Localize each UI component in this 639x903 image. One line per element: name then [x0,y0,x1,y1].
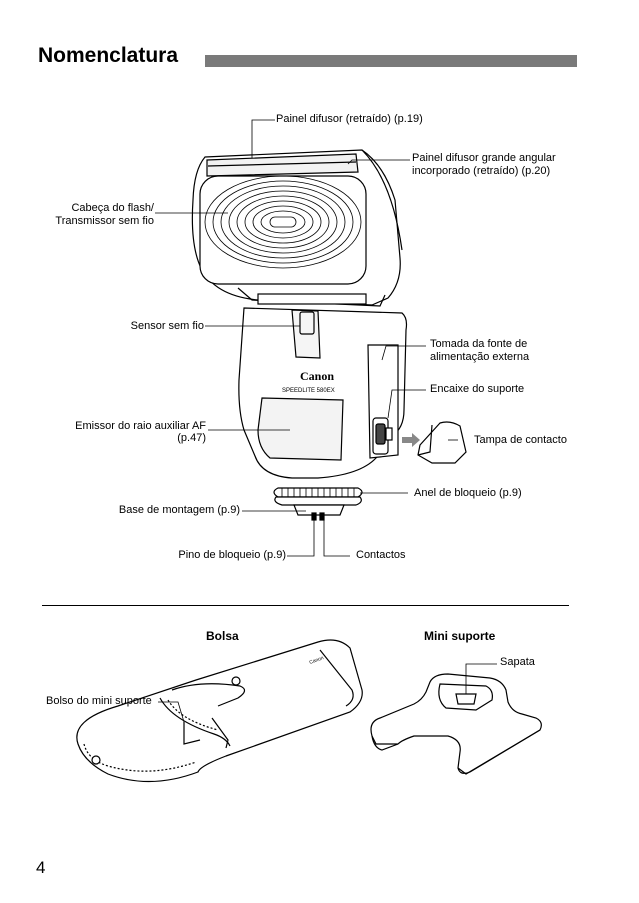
page-number: 4 [36,858,46,877]
section-divider [42,605,569,606]
insert-arrow [402,433,420,447]
label-case-pocket: Bolso do mini suporte [46,695,152,707]
case-body [76,639,363,783]
label-head-2: Transmissor sem fio [55,215,154,227]
case-illustration: Canon [76,639,363,783]
label-af-2: (p.47) [177,432,206,444]
label-contacts: Contactos [356,549,406,561]
svg-text:Canon: Canon [309,655,325,666]
label-lock-pin: Pino de bloqueio (p.9) [178,549,286,561]
label-diffuser: Painel difusor (retraído) (p.19) [276,113,423,125]
title-rule [205,55,577,67]
mini-stand-illustration [370,673,542,775]
label-lock-ring: Anel de bloqueio (p.9) [414,487,522,499]
label-shoe: Sapata [500,656,535,668]
page-title: Nomenclatura [38,44,179,67]
flash-illustration: Canon SPEEDLITE 580EX [191,149,467,521]
model-text: SPEEDLITE 580EX [282,388,335,394]
brand-text: Canon [300,369,334,383]
label-contact-cover: Tampa de contacto [474,434,567,446]
case-title: Bolsa [206,629,239,643]
mini-stand-body [370,673,542,774]
label-wide-panel-2: incorporado (retraído) (p.20) [412,165,551,177]
label-mount-base: Base de montagem (p.9) [118,504,240,516]
shoe-leader [465,663,497,694]
mini-stand-title: Mini suporte [424,629,496,643]
label-power-1: Tomada da fonte de [430,338,528,350]
label-power-2: alimentação externa [430,351,530,363]
label-sensor: Sensor sem fio [130,320,204,332]
case-leader [158,701,185,723]
label-wide-panel-1: Painel difusor grande angular [412,152,556,164]
flash-leader-lines [155,119,458,557]
label-af-1: Emissor do raio auxiliar AF [75,420,206,432]
label-stand-socket: Encaixe do suporte [430,383,525,395]
contact-cover [417,421,467,464]
label-head-1: Cabeça do flash/ [71,202,154,214]
